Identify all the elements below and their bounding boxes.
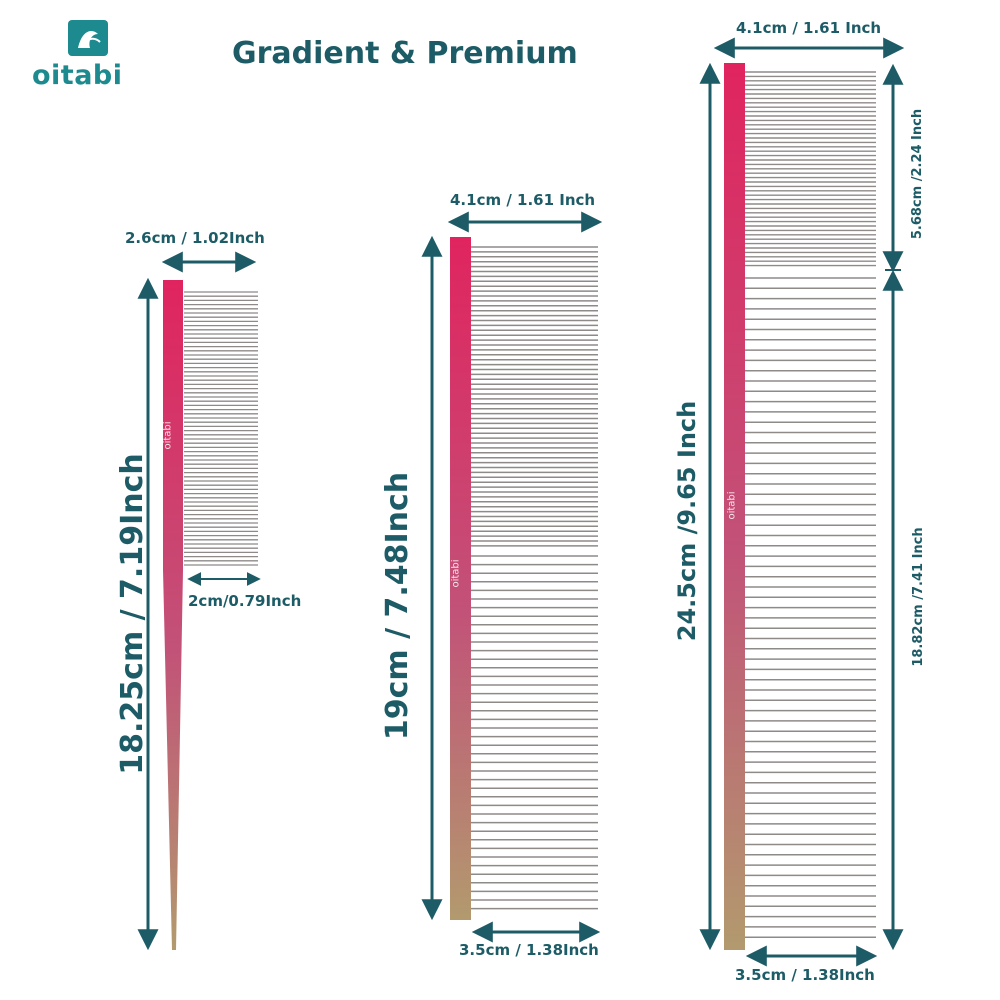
brand-logo-icon	[68, 20, 108, 56]
tail-width-label: 2.6cm / 1.02Inch	[125, 229, 265, 247]
medium-comb-teeth	[471, 246, 598, 910]
tail-comb-handle	[163, 280, 183, 950]
large-comb-handle	[724, 63, 745, 950]
large-comb-engraving: oitabi	[726, 491, 738, 520]
tail-comb	[163, 280, 258, 950]
brand-logo-text: oitabi	[32, 60, 123, 91]
large-coarse-section-label: 18.82cm /7.41 Inch	[911, 527, 926, 667]
medium-comb-engraving: oitabi	[450, 559, 462, 588]
large-fine-section-label: 5.68cm /2.24 Inch	[910, 108, 925, 240]
medium-comb	[450, 237, 598, 920]
large-comb-teeth	[745, 71, 876, 938]
page-title: Gradient & Premium	[232, 36, 578, 71]
medium-length-label: 19cm / 7.48Inch	[380, 471, 415, 741]
tail-teeth-label: 2cm/0.79Inch	[188, 592, 302, 610]
large-comb	[724, 63, 876, 950]
large-teeth-label: 3.5cm / 1.38Inch	[735, 966, 875, 984]
large-length-label: 24.5cm /9.65 Inch	[673, 400, 701, 642]
dimension-arrows	[137, 37, 905, 967]
medium-comb-handle	[450, 237, 471, 920]
tail-comb-teeth	[184, 291, 258, 566]
tail-length-label: 18.25cm / 7.19Inch	[115, 453, 150, 775]
medium-teeth-label: 3.5cm / 1.38Inch	[459, 941, 599, 959]
large-width-label: 4.1cm / 1.61 Inch	[736, 19, 882, 37]
tail-comb-engraving: oitabi	[162, 421, 174, 450]
medium-width-label: 4.1cm / 1.61 Inch	[450, 191, 596, 209]
